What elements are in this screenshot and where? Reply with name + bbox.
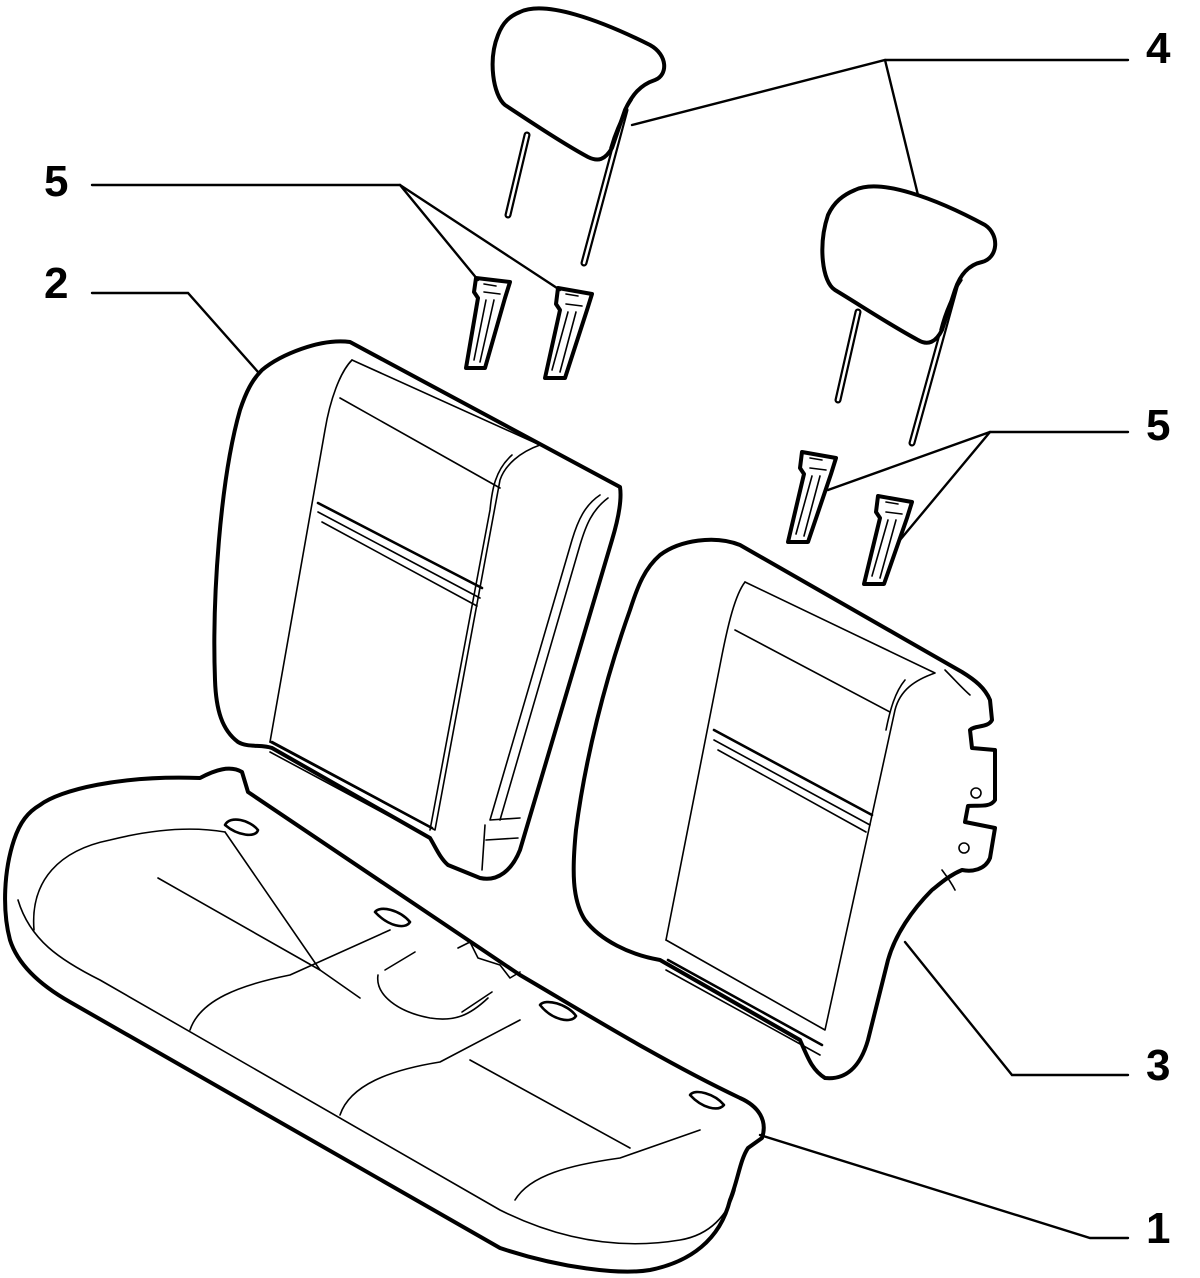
right-backrest	[571, 537, 997, 1081]
headrest-guide-1	[464, 276, 512, 370]
callout-4: 4	[1146, 24, 1171, 73]
headrest-guide-4	[862, 494, 914, 586]
callout-3: 3	[1146, 1041, 1170, 1090]
headrest-guide-2	[543, 286, 594, 380]
callout-5-right: 5	[1146, 401, 1170, 450]
seat-cushion	[3, 766, 766, 1274]
headrest-guide-3	[786, 450, 838, 544]
left-backrest	[212, 339, 623, 881]
callout-5-left: 5	[44, 157, 68, 206]
callout-1: 1	[1146, 1204, 1170, 1253]
callout-2: 2	[44, 259, 68, 308]
left-headrest	[490, 6, 667, 267]
leader-lines	[90, 58, 1130, 1240]
right-headrest	[820, 184, 998, 447]
